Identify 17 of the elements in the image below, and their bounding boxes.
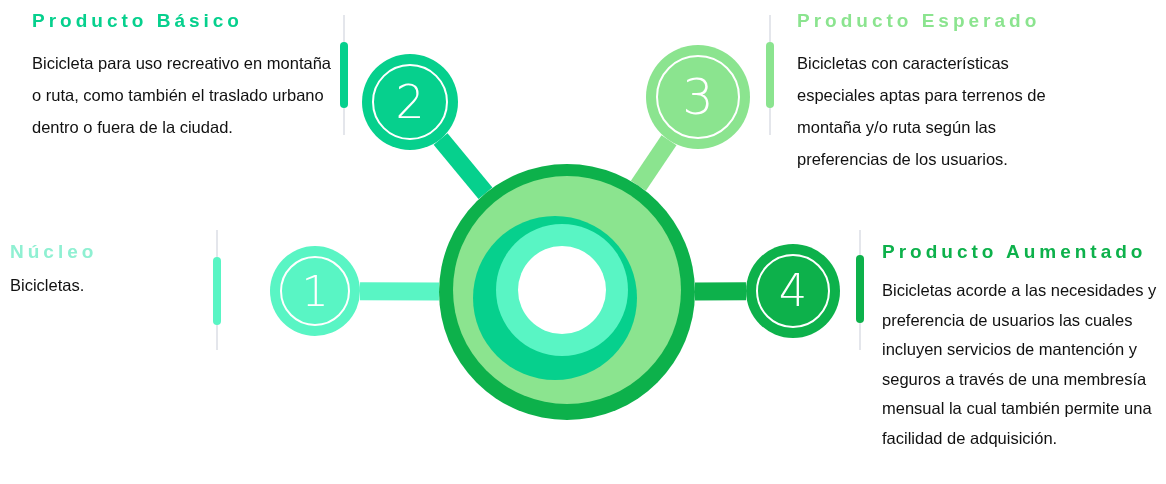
section-heading: Producto Básico [32,10,243,32]
section-heading: Núcleo [10,241,98,263]
step-number: 3 [656,55,740,139]
section-heading: Producto Esperado [797,10,1041,32]
section-heading: Producto Aumentado [882,241,1147,263]
step-number: 4 [756,254,830,328]
connector-stem [630,135,677,191]
description-text: Bicicletas con características especiales aptas para terrenos de montaña y/o ruta según las preferencias de los usuarios. [797,53,1047,170]
description-text: Bicicletas acorde a las necesidades y preferencia de usuarios las cuales incluyen servicios de mantención y seguros a través de una membresía mensual la cual también permite una facilidad de adquisición. [882,280,1158,449]
description-text: Bicicleta para uso recreativo en montaña o ruta, como también el traslado urbano dentro o fuera de la ciudad. [32,53,332,138]
description-text: Bicicletas. [10,275,86,296]
connector-stem [694,282,747,301]
step-number: 1 [280,256,350,326]
step-number: 2 [372,64,448,140]
connector-stem [359,282,440,301]
concentric-rings-drawing [439,164,695,420]
connector-stem [433,133,493,200]
